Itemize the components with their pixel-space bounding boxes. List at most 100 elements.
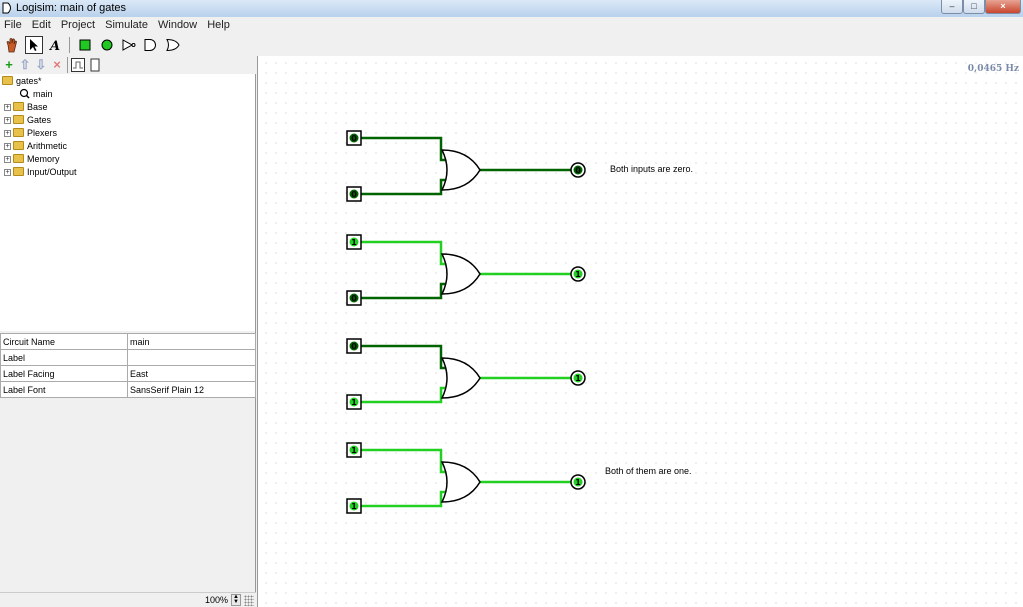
output-pin-value: 1 bbox=[575, 270, 581, 279]
wire bbox=[360, 136, 448, 162]
zoom-spinner[interactable]: ▲▼ bbox=[231, 594, 241, 606]
select-tool-button[interactable] bbox=[25, 36, 43, 54]
output-pin-state bbox=[573, 477, 583, 487]
menu-help[interactable]: Help bbox=[207, 19, 230, 31]
attr-value-circuit-name[interactable]: main bbox=[127, 333, 256, 350]
edit-layout-icon[interactable] bbox=[71, 58, 85, 72]
input-pin-value: 1 bbox=[351, 238, 357, 247]
move-up-icon[interactable]: ⇧ bbox=[19, 57, 31, 72]
tree-item-arithmetic[interactable]: +Arithmetic bbox=[4, 140, 67, 153]
output-pin-state bbox=[573, 269, 583, 279]
close-button[interactable]: × bbox=[985, 0, 1021, 14]
wire bbox=[360, 344, 448, 370]
tree-item-input-output[interactable]: +Input/Output bbox=[4, 166, 77, 179]
tick-rate: 0,0465 Hz bbox=[967, 64, 1019, 74]
folder-icon bbox=[2, 76, 13, 85]
tree-root[interactable]: gates* bbox=[2, 75, 42, 88]
expand-icon[interactable]: + bbox=[4, 117, 11, 124]
poke-tool-button[interactable] bbox=[3, 36, 21, 54]
output-pin-state bbox=[573, 373, 583, 383]
wire bbox=[360, 240, 448, 266]
text-tool-button[interactable]: A bbox=[46, 36, 64, 54]
add-not-gate-button[interactable] bbox=[120, 36, 138, 54]
input-pin-state bbox=[349, 189, 359, 199]
grid-toggle-icon[interactable] bbox=[244, 595, 254, 606]
maximize-button[interactable]: □ bbox=[963, 0, 985, 14]
input-pin-state bbox=[349, 397, 359, 407]
zoom-bar: 100% ▲▼ bbox=[0, 592, 256, 607]
expand-icon[interactable]: + bbox=[4, 143, 11, 150]
hand-icon bbox=[6, 38, 17, 53]
input-pin-state bbox=[349, 133, 359, 143]
attr-row-label: Label bbox=[0, 349, 256, 366]
attr-key: Label Facing bbox=[0, 365, 128, 382]
wire bbox=[360, 282, 448, 300]
tree-item-main[interactable]: main bbox=[19, 88, 53, 101]
attr-key: Circuit Name bbox=[0, 333, 128, 350]
output-pin-value: 1 bbox=[575, 374, 581, 383]
add-and-gate-button[interactable] bbox=[142, 36, 160, 54]
or-gate bbox=[440, 357, 481, 399]
input-pin-value: 0 bbox=[351, 190, 357, 199]
toolbar-separator bbox=[69, 37, 70, 53]
folder-icon bbox=[13, 141, 24, 150]
edit-appearance-icon[interactable] bbox=[88, 58, 102, 72]
input-pin-value: 0 bbox=[351, 294, 357, 303]
logisim-app-icon bbox=[2, 2, 11, 14]
menu-window[interactable]: Window bbox=[158, 19, 198, 31]
attribute-table: Circuit Name main Label Label Facing Eas… bbox=[0, 333, 256, 398]
add-output-pin-button[interactable] bbox=[98, 36, 116, 54]
move-down-icon[interactable]: ⇩ bbox=[35, 57, 47, 72]
menu-simulate[interactable]: Simulate bbox=[105, 19, 148, 31]
or-gate bbox=[440, 461, 481, 503]
expand-icon[interactable]: + bbox=[4, 156, 11, 163]
add-or-gate-button[interactable] bbox=[164, 36, 182, 54]
menu-project[interactable]: Project bbox=[60, 19, 96, 31]
layout-icon bbox=[73, 61, 83, 69]
input-pin-icon bbox=[79, 39, 91, 51]
add-circuit-icon[interactable]: + bbox=[5, 57, 13, 72]
menu-file[interactable]: File bbox=[4, 19, 22, 31]
input-pin-state bbox=[349, 341, 359, 351]
minimize-button[interactable]: – bbox=[941, 0, 963, 14]
input-pin-value: 1 bbox=[351, 446, 357, 455]
not-gate-icon bbox=[122, 39, 136, 51]
tree-item-base[interactable]: +Base bbox=[4, 101, 48, 114]
delete-circuit-icon[interactable]: × bbox=[53, 57, 61, 72]
tree-root-label: gates* bbox=[16, 76, 42, 86]
annotation-gate-4[interactable]: Both of them are one. bbox=[605, 466, 692, 476]
attr-value-label-facing[interactable]: East bbox=[127, 365, 256, 382]
window-title: Logisim: main of gates bbox=[16, 2, 127, 14]
menu-edit[interactable]: Edit bbox=[31, 19, 51, 31]
attr-key: Label Font bbox=[0, 381, 128, 398]
attribute-panel: Circuit Name main Label Label Facing Eas… bbox=[0, 331, 256, 592]
wire bbox=[360, 490, 448, 508]
explorer-tree: gates* main +Base +Gates + Plexers +Arith… bbox=[0, 74, 256, 331]
attr-row-label-font: Label Font SansSerif Plain 12 bbox=[0, 381, 256, 398]
tree-item-gates[interactable]: +Gates bbox=[4, 114, 51, 127]
or-gate-icon bbox=[166, 38, 180, 52]
output-pin-icon bbox=[101, 39, 113, 51]
or-gate bbox=[440, 149, 481, 191]
input-pin-value: 0 bbox=[351, 134, 357, 143]
svg-text:A: A bbox=[48, 39, 60, 53]
folder-icon bbox=[13, 128, 24, 137]
expand-icon[interactable]: + bbox=[4, 130, 11, 137]
add-input-pin-button[interactable] bbox=[76, 36, 94, 54]
input-pin-value: 1 bbox=[351, 398, 357, 407]
attr-value-label[interactable] bbox=[127, 349, 256, 366]
input-pin-value: 0 bbox=[351, 342, 357, 351]
tree-item-memory[interactable]: +Memory bbox=[4, 153, 60, 166]
attr-value-label-font[interactable]: SansSerif Plain 12 bbox=[127, 381, 256, 398]
input-pin-value: 1 bbox=[351, 502, 357, 511]
input-pin-state bbox=[349, 445, 359, 455]
expand-icon[interactable]: + bbox=[4, 169, 11, 176]
annotation-gate-1[interactable]: Both inputs are zero. bbox=[610, 164, 694, 174]
expand-icon[interactable]: + bbox=[4, 104, 11, 111]
or-gate bbox=[440, 253, 481, 295]
tree-item-label: Plexers bbox=[27, 128, 58, 138]
tree-item-plexers[interactable]: + Plexers bbox=[4, 127, 57, 140]
